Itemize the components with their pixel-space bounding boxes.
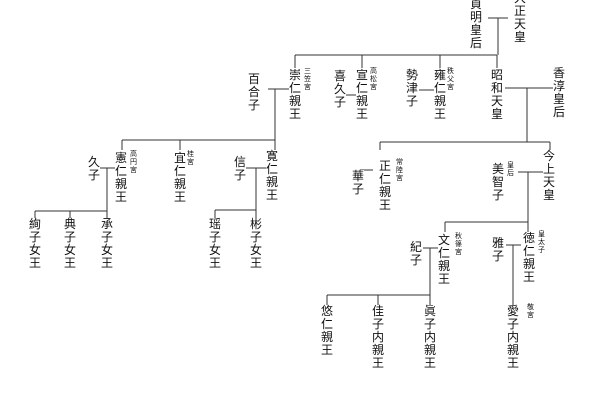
person-kiko: 紀子 — [410, 240, 423, 267]
person-taisho: 大正天皇 — [514, 0, 527, 44]
person-takamatsu: 宣仁親王 — [356, 68, 369, 121]
person-naruhito: 徳仁親王 — [523, 231, 536, 284]
person-mikasa: 崇仁親王 — [289, 68, 302, 121]
person-hisako: 久子 — [88, 155, 101, 182]
title-mikasa: 三笠宮 — [304, 67, 311, 91]
person-ayako: 絢子女王 — [29, 217, 42, 270]
person-michiko: 美智子 — [492, 162, 505, 202]
person-masahito: 正仁親王 — [379, 159, 392, 212]
title-chichibu: 秩父宮 — [447, 67, 454, 91]
person-mako: 眞子内親王 — [424, 304, 437, 370]
person-hisahito: 悠仁親王 — [321, 304, 334, 357]
person-hanako: 華子 — [352, 169, 365, 196]
person-chichibu: 雍仁親王 — [434, 68, 447, 121]
person-setsuko: 勢津子 — [406, 68, 419, 108]
title-masahito: 常陸宮 — [396, 158, 403, 182]
title-michiko: 皇后 — [507, 161, 514, 177]
person-masako: 雅子 — [492, 236, 505, 263]
person-teimei: 貞明皇后 — [470, 0, 483, 50]
person-yuriko: 百合子 — [248, 72, 261, 112]
person-akiko: 彬子女王 — [250, 217, 263, 270]
person-yoko: 瑶子女王 — [209, 217, 222, 270]
person-kikuko: 喜久子 — [334, 69, 347, 109]
title-aiko: 敬宮 — [527, 303, 534, 319]
title-norihito: 高円宮 — [130, 150, 137, 174]
title-takamatsu: 高松宮 — [370, 67, 377, 91]
title-naruhito: 皇太子 — [538, 230, 545, 254]
title-fumihito: 秋篠宮 — [455, 232, 462, 256]
person-akihito: 今上天皇 — [543, 149, 556, 202]
person-norihito: 憲仁親王 — [115, 151, 128, 204]
person-fumihito: 文仁親王 — [438, 233, 451, 286]
title-yoshihito: 桂宮 — [187, 150, 194, 166]
person-kojun: 香淳皇后 — [553, 66, 566, 119]
person-tsuguko: 承子女王 — [101, 217, 114, 270]
person-showa: 昭和天皇 — [491, 68, 504, 121]
person-kako: 佳子内親王 — [372, 304, 385, 370]
person-nobuko: 信子 — [234, 155, 247, 182]
person-tomohito: 寛仁親王 — [266, 149, 279, 202]
person-noriko: 典子女王 — [64, 217, 77, 270]
person-yoshihito: 宜仁親王 — [174, 151, 187, 204]
person-aiko: 愛子内親王 — [507, 304, 520, 370]
